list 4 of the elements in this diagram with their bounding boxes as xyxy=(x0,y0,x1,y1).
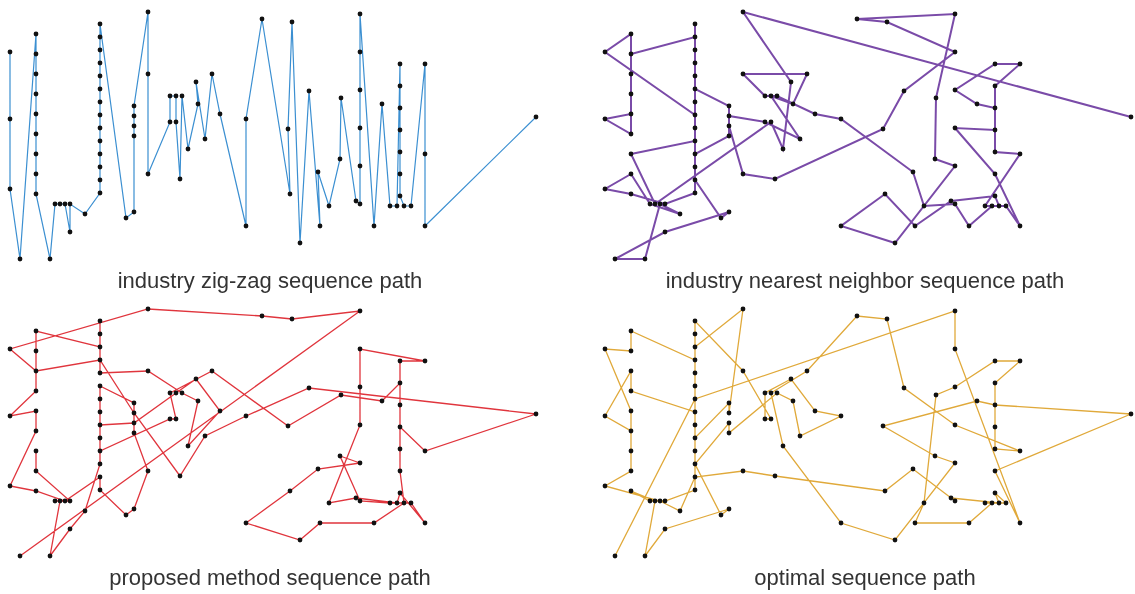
panel-caption: proposed method sequence path xyxy=(109,567,431,589)
panel-caption: industry nearest neighbor sequence path xyxy=(665,270,1065,292)
panel-caption: optimal sequence path xyxy=(754,567,976,589)
panel-caption: industry zig-zag sequence path xyxy=(117,270,423,292)
